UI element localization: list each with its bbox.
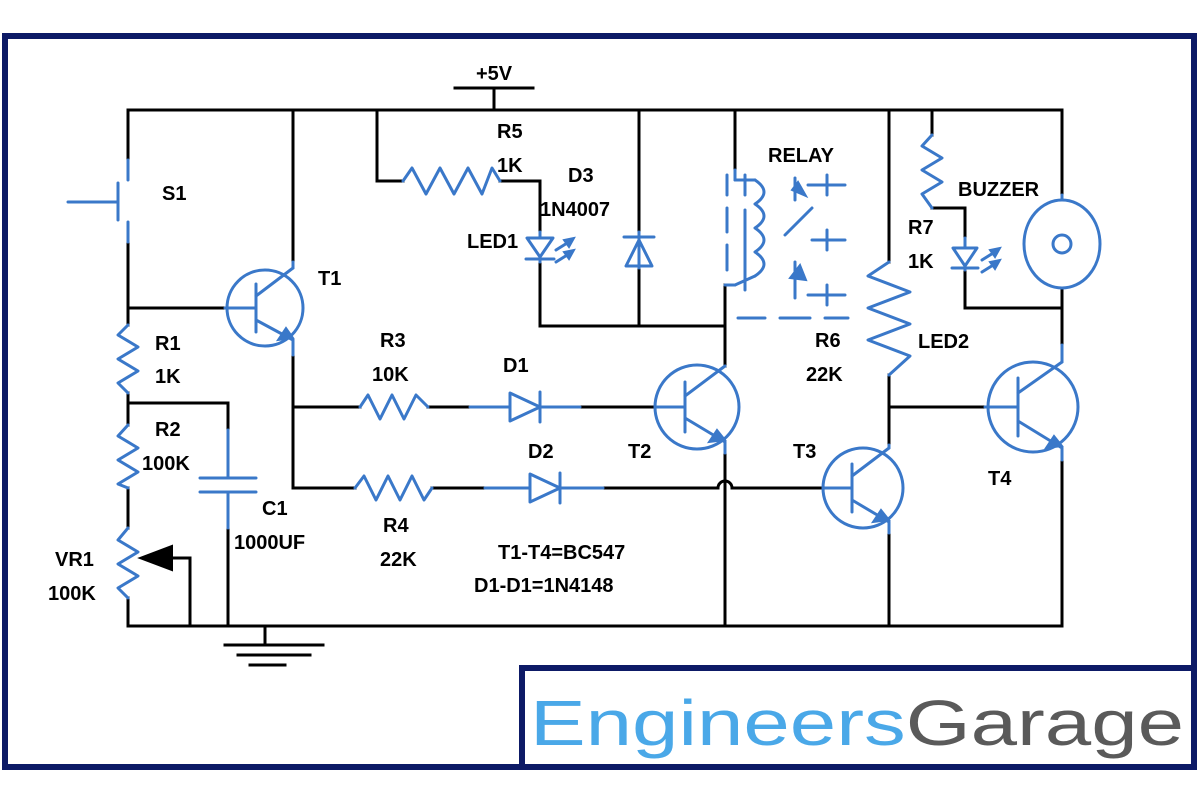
- label-relay: RELAY: [768, 145, 835, 167]
- label-d3-value: 1N4007: [540, 199, 610, 221]
- diode-d1: [468, 390, 582, 424]
- resistor-r7: [920, 133, 944, 210]
- label-supply: +5V: [476, 63, 513, 85]
- led1-ray-arrow-2: [562, 248, 576, 261]
- transistor-t1-arrow: [275, 326, 295, 342]
- resistor-r1: [116, 323, 140, 395]
- label-r2: R2: [155, 419, 181, 441]
- label-t3: T3: [793, 441, 816, 463]
- label-d2: D2: [528, 441, 554, 463]
- label-led2: LED2: [918, 331, 969, 353]
- transistor-t2: [653, 363, 741, 455]
- label-t1: T1: [318, 268, 341, 290]
- transistor-t4: [983, 343, 1080, 462]
- label-t4: T4: [988, 468, 1012, 490]
- resistor-r3: [358, 393, 430, 421]
- label-r5: R5: [497, 121, 523, 143]
- resistor-r2: [116, 423, 140, 490]
- label-r1-value: 1K: [155, 366, 181, 388]
- label-c1: C1: [262, 498, 288, 520]
- capacitor-c1: [198, 428, 258, 530]
- resistor-r5: [401, 166, 502, 196]
- resistor-r6: [866, 260, 912, 377]
- label-r4-value: 22K: [380, 549, 417, 571]
- label-s1: S1: [162, 183, 186, 205]
- label-r5-value: 1K: [497, 155, 523, 177]
- label-c1-value: 1000UF: [234, 532, 305, 554]
- transistor-t1: [223, 260, 305, 357]
- label-vr1-value: 100K: [48, 583, 96, 605]
- label-r4: R4: [383, 515, 409, 537]
- label-led1: LED1: [467, 231, 518, 253]
- resistor-r4: [353, 474, 434, 502]
- relay: [723, 168, 850, 320]
- wiring: [126, 86, 1064, 667]
- label-d3: D3: [568, 165, 594, 187]
- transistor-t4-arrow: [1043, 434, 1064, 450]
- switch-s1: [66, 158, 130, 244]
- logo-part-garage: Garage: [906, 687, 1184, 759]
- label-r7-value: 1K: [908, 251, 934, 273]
- label-r7: R7: [908, 217, 934, 239]
- buzzer: [1022, 193, 1102, 290]
- label-r3: R3: [380, 330, 406, 352]
- relay-arrow-2: [788, 262, 808, 282]
- label-r3-value: 10K: [372, 364, 409, 386]
- label-t2: T2: [628, 441, 651, 463]
- transistor-t3-arrow: [870, 508, 891, 524]
- relay-arrow-1: [790, 180, 809, 199]
- label-r1: R1: [155, 333, 181, 355]
- label-buzzer: BUZZER: [958, 179, 1040, 201]
- led1-ray-arrow-1: [562, 236, 576, 249]
- label-d1: D1: [503, 355, 529, 377]
- note-transistors: T1-T4=BC547: [498, 542, 625, 564]
- transistor-t2-arrow: [706, 428, 727, 444]
- note-diodes: D1-D1=1N4148: [474, 575, 614, 597]
- diode-d3: [622, 230, 656, 270]
- logo-box: [519, 665, 1197, 770]
- label-r6: R6: [815, 330, 841, 352]
- potentiometer-arrow: [137, 544, 173, 572]
- led2-ray-arrow-1: [988, 246, 1002, 259]
- transistor-t3: [821, 443, 905, 535]
- led2-ray-arrow-2: [988, 258, 1002, 271]
- label-r6-value: 22K: [806, 364, 843, 386]
- label-r2-value: 100K: [142, 453, 190, 475]
- logo-part-engineers: Engineers: [530, 687, 906, 759]
- led-led2: [950, 236, 1000, 274]
- led-led1: [524, 230, 574, 264]
- label-vr1: VR1: [55, 549, 94, 571]
- diode-d2: [483, 471, 605, 505]
